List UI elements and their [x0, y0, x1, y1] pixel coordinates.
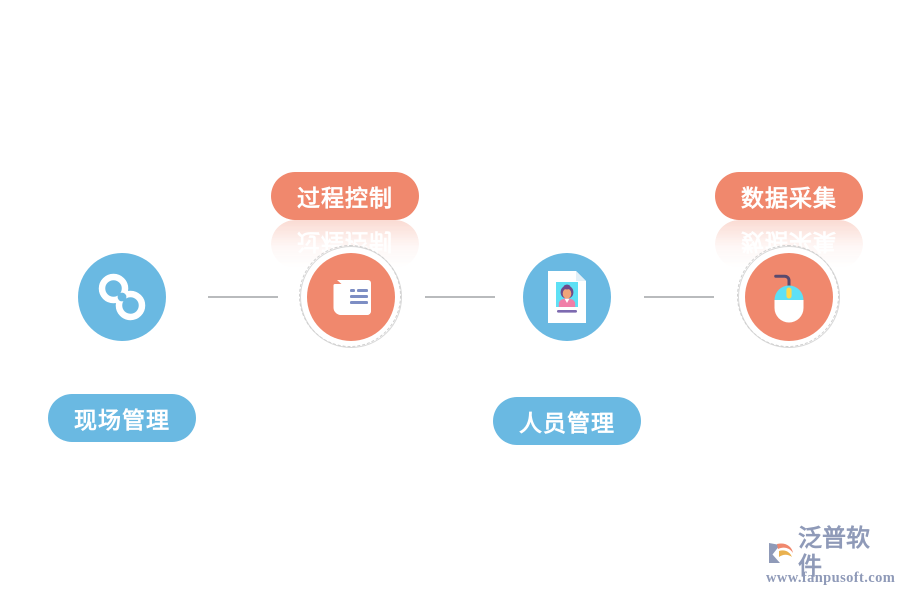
- fanpu-logo-mark-icon: [769, 543, 793, 563]
- node-data-collection[interactable]: [737, 245, 839, 347]
- chain-link-icon: [98, 273, 146, 321]
- badge-label: 人员管理: [519, 410, 615, 436]
- badge-label: 过程控制: [297, 185, 393, 211]
- badge-label: 现场管理: [74, 407, 170, 433]
- computer-mouse-icon: [774, 274, 804, 323]
- badge-personnel-management[interactable]: 人员管理: [493, 397, 641, 445]
- connector-line-2: [425, 296, 495, 298]
- logo-row: 泛普软件: [766, 525, 892, 580]
- badge-site-management[interactable]: 现场管理: [48, 394, 196, 442]
- connector-line-3: [644, 296, 714, 298]
- logo-name: 泛普软件: [798, 525, 870, 580]
- badge-data-collection[interactable]: 数据采集: [715, 172, 863, 220]
- watermark-logo: 泛普软件 www.fanpusoft.com: [766, 525, 896, 589]
- connector-line-1: [208, 296, 278, 298]
- node-site-management[interactable]: [78, 253, 166, 341]
- node-process-control[interactable]: [299, 245, 401, 347]
- logo-url: www.fanpusoft.com: [766, 570, 896, 586]
- node-personnel-management[interactable]: [523, 253, 611, 341]
- id-card-document-icon: [548, 271, 586, 323]
- badge-process-control[interactable]: 过程控制: [271, 172, 419, 220]
- scroll-document-icon: [333, 280, 371, 315]
- badge-label: 数据采集: [741, 185, 837, 211]
